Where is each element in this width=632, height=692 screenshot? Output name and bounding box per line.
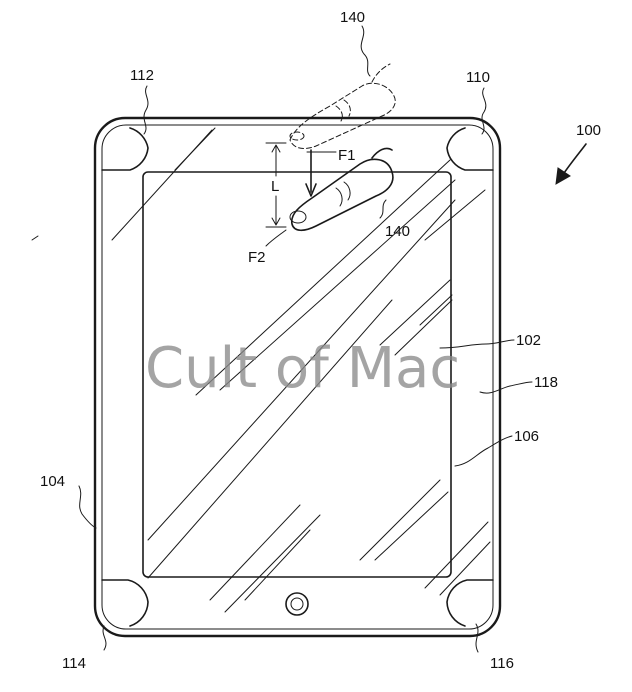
force-arrow [305,149,337,197]
label-110: 110 [466,69,490,86]
leader-114 [102,625,107,651]
leader-106 [454,435,513,467]
label-f2: F2 [248,249,266,266]
label-116: 116 [490,655,514,672]
leader-f2 [265,229,287,247]
label-102: 102 [516,332,541,349]
corner-sensor-bl [101,579,149,627]
leader-140-top [360,25,371,77]
label-100: 100 [576,122,601,139]
finger-second-position [289,147,394,232]
watermark-text: Cult of Mac [145,336,460,401]
label-112: 112 [130,67,154,84]
leader-lines [78,25,533,653]
corner-sensor-tl [101,127,149,171]
leader-140-mid [379,199,387,219]
label-104: 104 [40,473,65,490]
leader-116 [475,623,479,653]
stray-mark [31,235,39,241]
home-button-outer [285,592,309,616]
corner-sensor-br [446,579,494,627]
figure-arrow [555,143,587,185]
label-f1: F1 [338,147,356,164]
finger-first-position [289,63,396,149]
label-l: L [271,178,279,195]
corner-sensor-tr [446,127,494,171]
leader-102 [439,339,515,349]
label-118: 118 [534,374,558,391]
figure-arrow-head [555,167,571,185]
leader-104 [78,485,97,529]
device-inner-edge [101,124,494,630]
distance-dimension [265,142,287,228]
leader-110 [481,87,487,135]
leader-118 [479,381,533,394]
reference-labels: 140 112 110 100 F1 L 140 F2 102 118 106 … [40,9,601,672]
tablet-device [93,116,502,638]
label-140-top: 140 [340,9,365,26]
home-button-inner [290,597,304,611]
display-screen [142,171,452,578]
device-outer-edge [93,116,502,638]
label-140-mid: 140 [385,223,410,240]
label-114: 114 [62,655,86,672]
label-106: 106 [514,428,539,445]
glass-reflection-lines [111,127,491,613]
corner-sensors [101,127,494,627]
leader-112 [143,85,149,135]
